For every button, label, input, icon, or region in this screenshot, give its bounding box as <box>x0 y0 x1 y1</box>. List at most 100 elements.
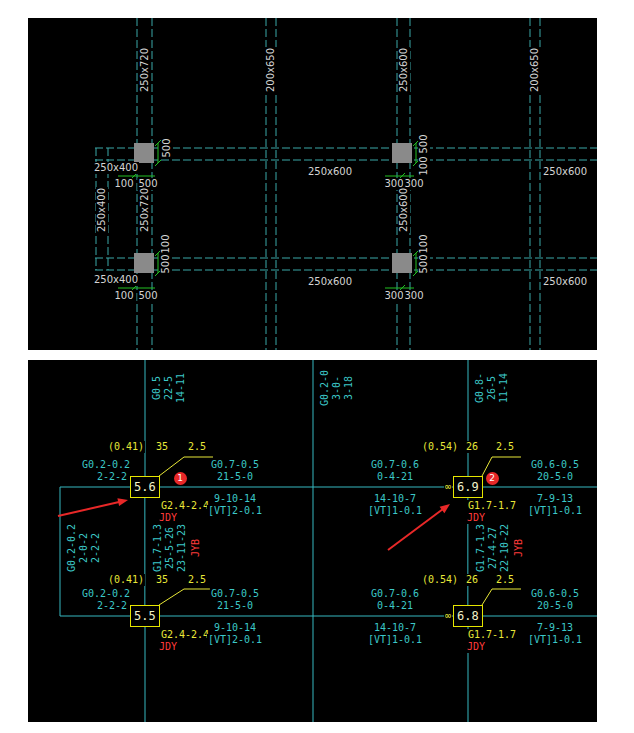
annotation-label: 14-11 <box>175 372 187 404</box>
annotation-label: (0.54) <box>421 574 459 586</box>
annotation-label: G0.6-0.5 <box>530 459 580 471</box>
annotation-label: G2.4-2.4 <box>160 500 210 512</box>
annotation-label: JYB <box>513 538 525 558</box>
annotation-label: G1.7-1.3 <box>152 523 164 573</box>
dimension-label: 100 <box>113 178 134 190</box>
annotation-label: 2-2-2 <box>90 532 102 564</box>
column-box: 6.8 <box>453 605 483 627</box>
annotation-label: 2.5 <box>495 441 515 453</box>
annotation-label: JYB <box>190 538 202 558</box>
annotation-label: 35 <box>155 441 169 453</box>
column-box: 5.6 <box>130 476 160 498</box>
annotation-label: 11-14 <box>498 372 510 404</box>
column-value: 6.9 <box>457 480 479 494</box>
annotation-label: 22-5 <box>163 375 175 401</box>
annotation-label: [VT]1-0.1 <box>367 505 423 517</box>
dimension-label: 200x650 <box>529 47 541 93</box>
annotation-label: 0-4-21 <box>376 600 414 612</box>
annotation-label: (0.41) <box>107 441 145 453</box>
dimension-label: 300 <box>383 290 404 302</box>
annotation-label: (0.41) <box>107 574 145 586</box>
column-box: 6.9 <box>453 476 483 498</box>
annotation-label: 23-11-23 <box>176 523 188 573</box>
dimension-label: 100 <box>160 233 172 254</box>
annotation-label: [VT]1-0.1 <box>527 505 583 517</box>
annotation-label: G0.7-0.5 <box>210 459 260 471</box>
column-box: 5.5 <box>130 605 160 627</box>
annotation-label: 9-10-14 <box>213 493 257 505</box>
dimension-label: 100 <box>418 155 430 176</box>
column-value: 5.5 <box>134 609 156 623</box>
annotation-label: 26 <box>465 574 479 586</box>
dimension-label: 250x600 <box>398 47 410 93</box>
annotation-label: 3-0- <box>331 375 343 401</box>
dimension-label: 250x600 <box>307 276 353 288</box>
annotation-label: JDY <box>158 641 178 653</box>
annotation-label: 14-10-7 <box>373 622 417 634</box>
annotation-label: 7-9-13 <box>536 622 574 634</box>
annotation-label: 2-2-2 <box>96 600 128 612</box>
annotation-label: G0.2-0 <box>319 369 331 407</box>
annotation-label: ∞ <box>444 481 452 493</box>
dimension-label: 100 <box>113 290 134 302</box>
dimension-label: 250x720 <box>139 47 151 93</box>
dimension-label: 250x720 <box>139 187 151 233</box>
annotation-label: 26-5 <box>486 375 498 401</box>
annotation-label: 9-10-14 <box>213 622 257 634</box>
dimension-label: 250x400 <box>93 274 139 286</box>
annotation-label: G1.7-1.3 <box>475 523 487 573</box>
dimension-label: 250x400 <box>93 162 139 174</box>
annotation-label: 25-5-26 <box>164 526 176 570</box>
column-value: 5.6 <box>134 480 156 494</box>
annotation-label: ∞ <box>444 610 452 622</box>
annotation-label: G1.7-1.7 <box>467 629 517 641</box>
annotation-label: 20-5-0 <box>536 600 574 612</box>
dimension-label: 500 <box>160 253 172 274</box>
beam-line <box>160 487 453 488</box>
annotation-label: G1.7-1.7 <box>467 500 517 512</box>
dimension-label: 250x600 <box>542 276 588 288</box>
annotation-label: 21-5-0 <box>216 471 254 483</box>
annotation-label: JDY <box>466 641 486 653</box>
dimension-label: 500 <box>418 133 430 154</box>
dimension-label: 500 <box>161 137 173 158</box>
beam-line <box>160 616 453 617</box>
dimension-label: 100 <box>418 233 430 254</box>
callout-number: 2 <box>486 472 499 485</box>
annotation-label: G0.8- <box>474 372 486 404</box>
annotation-label: 26 <box>465 441 479 453</box>
annotation-label: G0.7-0.5 <box>210 588 260 600</box>
dimension-label: 500 <box>137 290 158 302</box>
annotation-label: 14-10-7 <box>373 493 417 505</box>
annotation-label: G0.5 <box>151 375 163 401</box>
annotation-label: 2.5 <box>187 441 207 453</box>
dimension-label: 250x600 <box>398 187 410 233</box>
annotation-label: G0.7-0.6 <box>370 588 420 600</box>
annotation-label: 21-5-0 <box>216 600 254 612</box>
annotation-label: 7-9-13 <box>536 493 574 505</box>
callout-number: 1 <box>174 472 187 485</box>
dimension-label: 500 <box>418 253 430 274</box>
annotation-label: 2-2-2 <box>96 471 128 483</box>
dimension-label: 200x650 <box>265 47 277 93</box>
annotation-label: [VT]2-0.1 <box>207 634 263 646</box>
dimension-label: 250x600 <box>542 166 588 178</box>
annotation-label: (0.54) <box>421 441 459 453</box>
annotation-label: 35 <box>155 574 169 586</box>
annotation-label: G0.6-0.5 <box>530 588 580 600</box>
annotation-label: G0.2-0.2 <box>81 588 131 600</box>
annotation-label: 0-4-21 <box>376 471 414 483</box>
dimension-label: 250x600 <box>307 166 353 178</box>
dimension-label: 300 <box>403 290 424 302</box>
annotation-label: G0.2-0.2 <box>81 459 131 471</box>
dimension-label: 250x400 <box>96 187 108 233</box>
annotation-label: 27-4-27 <box>487 526 499 570</box>
annotation-label: 22-10-22 <box>499 523 511 573</box>
annotation-label: 2-0-2 <box>78 532 90 564</box>
annotation-label: 2.5 <box>187 574 207 586</box>
annotation-label: [VT]1-0.1 <box>527 634 583 646</box>
annotation-label: 20-5-0 <box>536 471 574 483</box>
annotation-label: G2.4-2.4 <box>160 629 210 641</box>
annotation-label: 2.5 <box>495 574 515 586</box>
beam-line <box>144 498 145 605</box>
